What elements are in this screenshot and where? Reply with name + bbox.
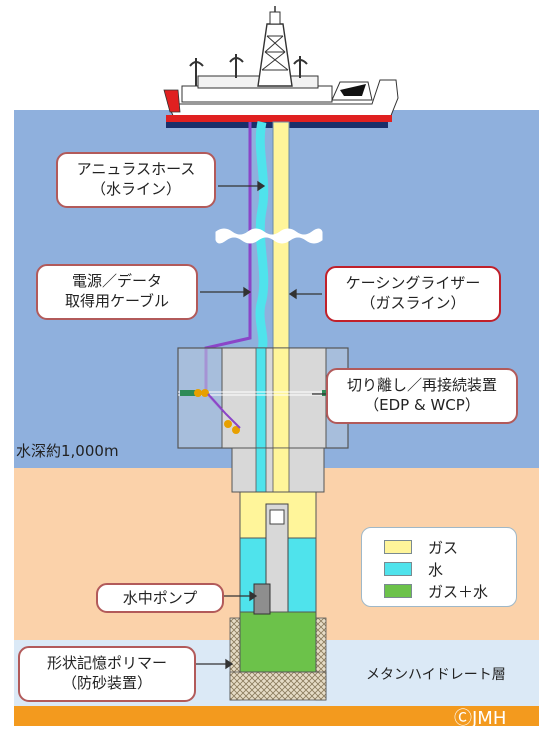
legend-item-gas-water: ガス＋水 [384, 580, 516, 602]
legend-item-water: 水 [384, 558, 516, 580]
disconnect-line1: 切り離し／再接続装置 [346, 376, 497, 394]
bottom-layer [14, 706, 539, 726]
legend-item-gas: ガス [384, 536, 516, 558]
pump-text: 水中ポンプ [122, 589, 198, 607]
power-cable-line2: 取得用ケーブル [64, 292, 170, 310]
annulus-hose-label: アニュラスホース （水ライン） [56, 152, 216, 208]
annulus-hose-line1: アニュラスホース [76, 160, 196, 178]
casing-riser-label: ケーシングライザー （ガスライン） [325, 266, 501, 322]
copyright-text: ⒸJMH [454, 708, 507, 729]
power-cable-line1: 電源／データ [71, 272, 162, 290]
drill-ship [163, 6, 399, 128]
polymer-label: 形状記憶ポリマー （防砂装置） [18, 646, 196, 702]
disconnect-label: 切り離し／再接続装置 （EDP & WCP） [326, 368, 518, 424]
legend-swatch-gas-water [384, 584, 412, 598]
water-depth-text: 水深約1,000m [16, 442, 119, 460]
legend-label-gas: ガス [428, 538, 459, 557]
polymer-line2: （防砂装置） [61, 674, 152, 692]
polymer-line1: 形状記憶ポリマー [46, 654, 167, 672]
annulus-hose-line2: （水ライン） [90, 180, 181, 198]
hydrate-layer-text: メタンハイドレート層 [366, 667, 506, 683]
legend: ガス 水 ガス＋水 [361, 527, 517, 607]
depth-break [215, 228, 323, 244]
disconnect-line2: （EDP & WCP） [364, 396, 480, 414]
water-hose [255, 121, 269, 352]
casing-riser-line2: （ガスライン） [360, 294, 466, 312]
submersible-pump [253, 583, 271, 615]
legend-swatch-water [384, 562, 412, 576]
legend-label-gas-water: ガス＋水 [428, 582, 489, 601]
pump-label: 水中ポンプ [96, 583, 224, 613]
legend-swatch-gas [384, 540, 412, 554]
casing-riser-line1: ケーシングライザー [345, 274, 481, 292]
power-cable-label: 電源／データ 取得用ケーブル [36, 264, 198, 320]
legend-label-water: 水 [428, 560, 444, 579]
